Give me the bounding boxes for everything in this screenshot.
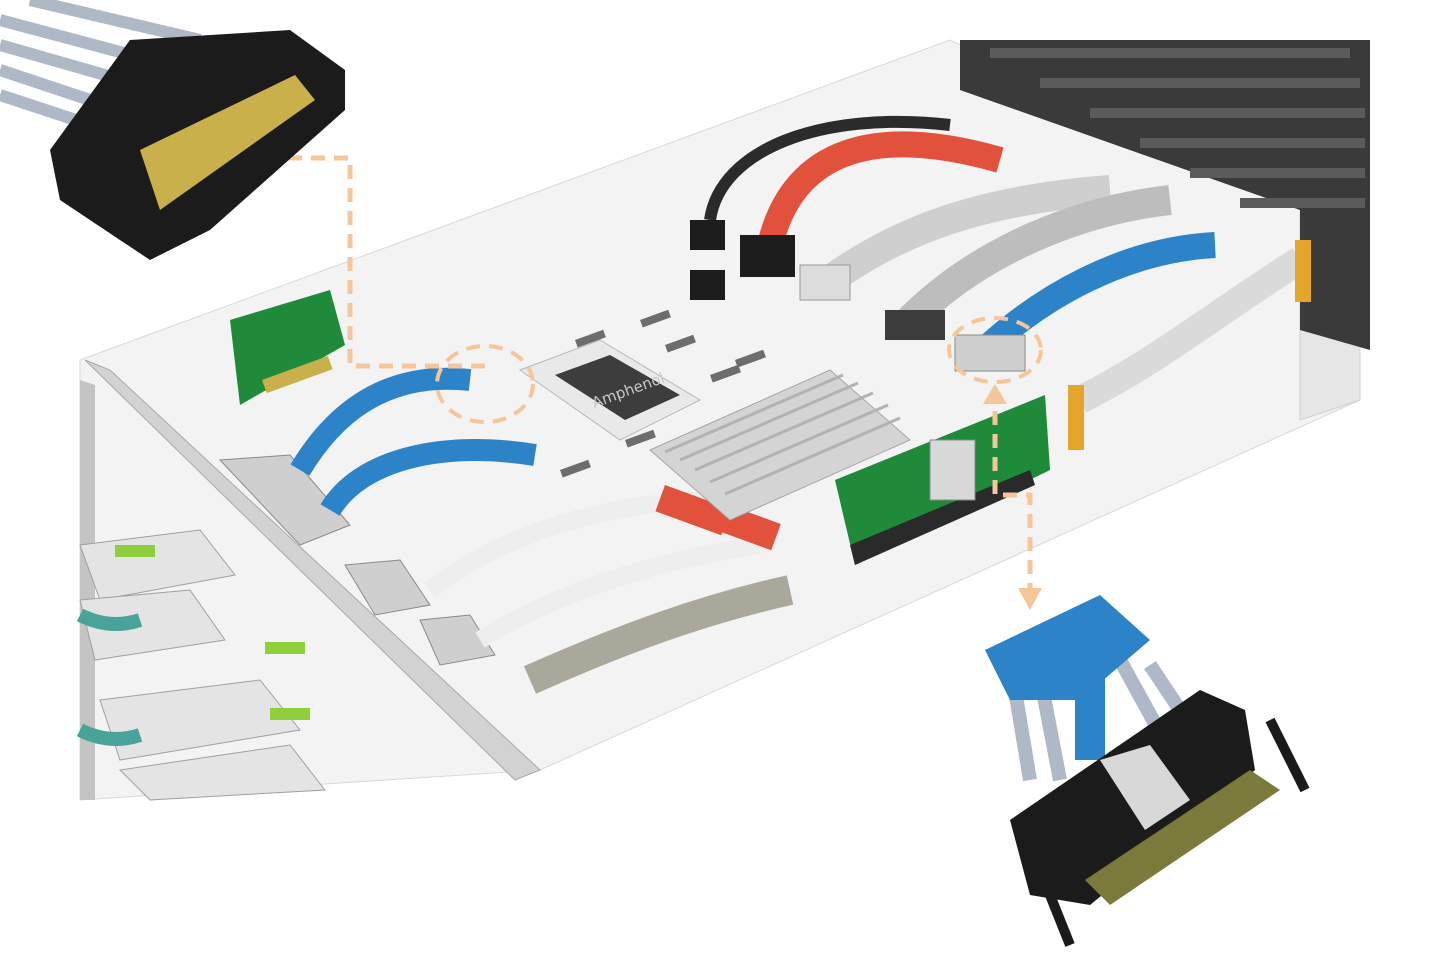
yellow-connector [1295, 240, 1311, 302]
heatsink [649, 369, 911, 521]
callout-circle-right [947, 316, 1043, 384]
board-connectors [559, 309, 766, 478]
gray-ribbon-cable-2 [899, 185, 1172, 331]
red-sata-cable [757, 131, 1004, 249]
left-connector-callout [255, 155, 485, 369]
blue-twinax-cable-3 [981, 232, 1216, 355]
front-io-panel [84, 359, 541, 781]
blue-twinax-cable-2 [320, 439, 537, 517]
riser-card [230, 290, 345, 405]
gray-ribbon-cable-4 [523, 575, 794, 694]
black-power-cable [704, 115, 951, 222]
fiber-cable [475, 536, 762, 648]
processor-socket: Amphenol [518, 339, 702, 441]
yellow-connector [1068, 385, 1084, 450]
sfp-cage [218, 454, 496, 666]
black-connector [690, 220, 725, 250]
callout-arrowhead [1018, 588, 1042, 610]
sfp-modules [76, 529, 326, 801]
gray-ribbon-cable-1 [821, 175, 1112, 293]
bottom-right-connector-inset [985, 595, 1310, 947]
drive-bay-array [960, 40, 1370, 350]
gray-ribbon-cable-3 [1073, 248, 1308, 413]
black-connector [885, 310, 945, 340]
black-connector [740, 235, 795, 277]
top-left-connector-inset [0, 0, 345, 260]
io-bracket [80, 380, 95, 800]
right-connector-callout [992, 388, 1033, 595]
gray-connector [954, 334, 1026, 372]
black-connector [690, 270, 725, 300]
callout-circle-left [435, 344, 535, 424]
callout-arrowhead [983, 384, 1007, 404]
white-connector [799, 264, 851, 301]
